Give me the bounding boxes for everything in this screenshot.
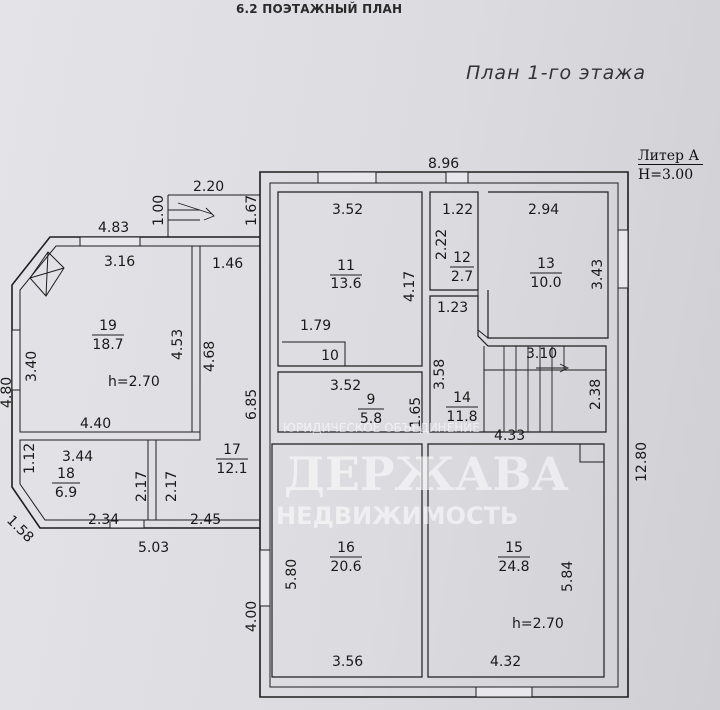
dim-room9-top: 3.52 [330,378,361,394]
dim-room18-corner: 1.58 [3,513,36,546]
room-13-area: 10.0 [530,275,561,291]
dim-porch-width: 2.20 [193,179,224,195]
room-13-number: 13 [537,256,555,272]
room-15-area: 24.8 [498,559,529,575]
dimension-labels: 8.96 2.20 1.00 1.67 4.83 3.16 1.46 3.40 … [0,156,650,670]
dim-left-bottom: 5.03 [138,540,169,556]
room-12-area: 2.7 [451,269,473,285]
dim-top-width: 8.96 [428,156,459,172]
stove-symbol [29,251,65,297]
watermark-big: ДЕРЖАВА [284,447,569,501]
section-heading: 6.2 ПОЭТАЖНЫЙ ПЛАН [236,2,403,16]
dim-room13-right: 3.43 [590,259,606,290]
dim-room10-top: 1.79 [300,318,331,334]
watermark-small: ЮРИДИЧЕСКОЕ ОБЪЕДИНЕНИЕ [283,421,480,435]
dim-porch-depth: 1.00 [151,195,167,226]
room-16-area: 20.6 [330,559,361,575]
dim-room19-bottom: 4.40 [80,416,111,432]
dim-room15-bottom: 4.32 [490,654,521,670]
dim-room17-left: 2.17 [164,471,180,502]
room-17-number: 17 [223,442,241,458]
dim-room19-right: 4.53 [170,329,186,360]
room-11-number: 11 [337,258,355,274]
liter-name: Литер А [638,148,704,165]
dim-room16-left: 5.80 [284,559,300,590]
liter-height: H=3.00 [638,167,694,183]
dim-room18-bottom: 2.34 [88,512,119,528]
room-19-area: 18.7 [92,337,123,353]
dim-room18-left: 1.12 [22,443,38,474]
room-10-number: 10 [321,348,339,364]
room-11-area: 13.6 [330,276,361,292]
dim-room12-top: 1.22 [442,202,473,218]
dim-room16-bottom: 3.56 [332,654,363,670]
watermark: ЮРИДИЧЕСКОЕ ОБЪЕДИНЕНИЕ ДЕРЖАВА НЕДВИЖИМ… [276,421,569,530]
dim-porch-height: 1.67 [244,195,260,226]
dim-room17-bottom: 2.45 [190,512,221,528]
room-9-number: 9 [367,392,376,408]
staircase [177,202,570,432]
dim-total-depth: 12.80 [634,442,650,482]
room-9-area: 5.8 [360,411,382,427]
room-16-number: 16 [337,540,355,556]
walls [11,171,629,698]
dim-corridor-top: 1.46 [212,256,243,272]
dim-room12-left: 2.22 [434,229,450,260]
dim-room13-top: 2.94 [528,202,559,218]
height-room19: h=2.70 [108,374,160,390]
dim-corridor-height: 4.68 [202,341,218,372]
room-18-number: 18 [57,466,75,482]
dim-room19-top: 3.16 [104,254,135,270]
room-14-area: 11.8 [446,409,477,425]
dim-passage-width: 1.23 [437,300,468,316]
dim-room18-top: 3.44 [62,449,93,465]
room-15-number: 15 [505,540,523,556]
dim-room15-right: 5.84 [560,561,576,592]
dim-room11-right: 4.17 [402,271,418,302]
height-labels: h=2.70 h=2.70 [108,374,564,632]
room-19-number: 19 [99,318,117,334]
dim-room9-right: 1.65 [408,397,424,428]
room-17-area: 12.1 [216,461,247,477]
dim-room19-left: 3.40 [24,351,40,382]
watermark-sub: НЕДВИЖИМОСТЬ [276,502,518,530]
dim-room14-left: 3.58 [432,359,448,390]
plan-title: План 1-го этажа [466,62,647,84]
dim-outer-left: 4.80 [0,377,15,408]
dim-stair-top: 3.10 [526,346,557,362]
dim-left-top: 4.83 [98,220,129,236]
dim-room14-bottom: 4.33 [494,428,525,444]
dim-room18-right: 2.17 [134,471,150,502]
room-18-area: 6.9 [55,485,77,501]
room-labels: 11 13.6 10 12 2.7 13 10.0 9 5.8 14 11.8 … [52,250,562,575]
room-14-number: 14 [453,390,471,406]
dim-room11-top: 3.52 [332,202,363,218]
dim-window-offset: 4.00 [244,601,260,632]
dim-corridor-17: 6.85 [244,389,260,420]
room-12-number: 12 [453,250,471,266]
height-room15: h=2.70 [512,616,564,632]
dim-stair-right: 2.38 [588,379,604,410]
windows [11,171,629,698]
